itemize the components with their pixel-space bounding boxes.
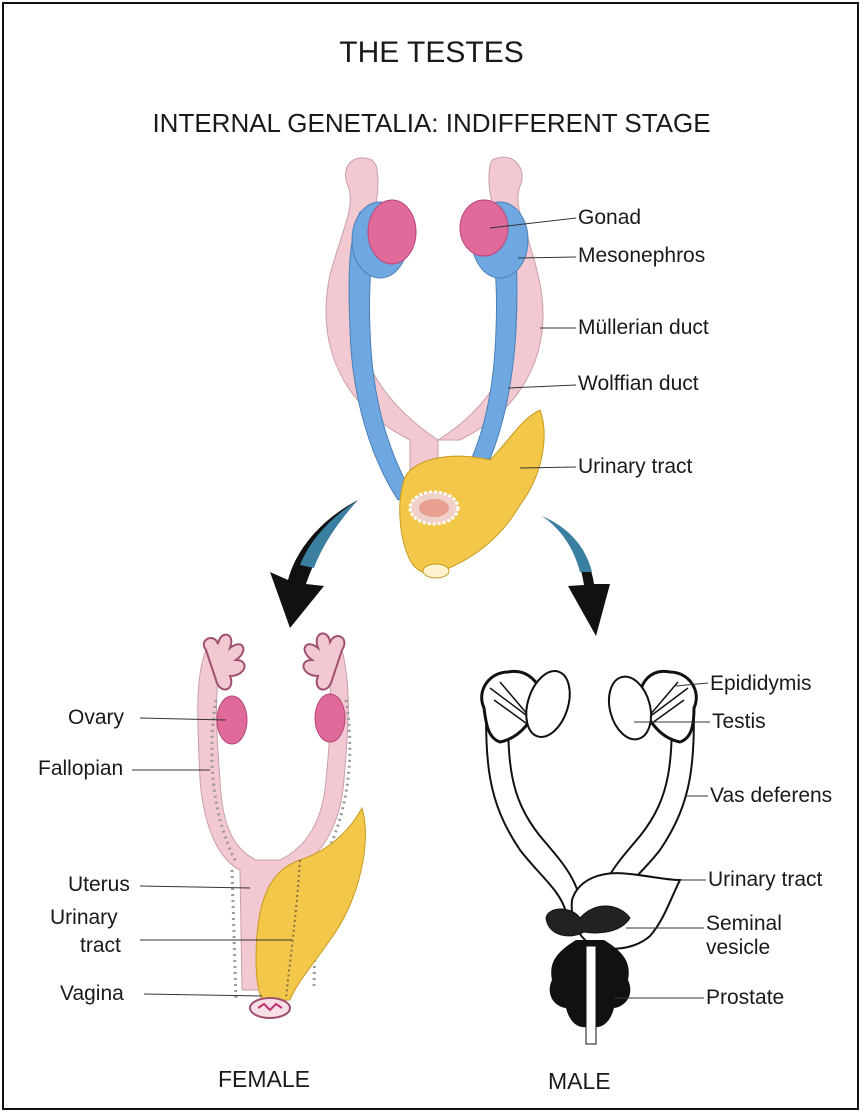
vagina-opening — [250, 998, 290, 1018]
label-mesonephros: Mesonephros — [578, 244, 705, 267]
caption-female: FEMALE — [218, 1066, 310, 1093]
gonad-right — [460, 200, 508, 256]
label-wolffian-duct: Wolffian duct — [578, 372, 699, 395]
label-male-urinary-tract: Urinary tract — [708, 868, 822, 891]
cloaca-opening — [423, 564, 449, 578]
label-seminal-2: vesicle — [706, 936, 770, 959]
sinus-core — [419, 499, 449, 517]
label-female-urinary-1: Urinary — [50, 906, 118, 929]
label-uterus: Uterus — [68, 873, 130, 896]
label-female-urinary-2: tract — [80, 934, 121, 957]
label-fallopian: Fallopian — [38, 757, 123, 780]
label-mullerian-duct: Müllerian duct — [578, 316, 709, 339]
female-diagram — [132, 633, 365, 1018]
label-epididymis: Epididymis — [710, 672, 812, 695]
arrow-to-male — [542, 516, 610, 636]
label-vas-deferens: Vas deferens — [710, 784, 832, 807]
label-prostate: Prostate — [706, 986, 784, 1009]
label-testis: Testis — [712, 710, 766, 733]
gonad-left — [368, 200, 416, 264]
label-vagina: Vagina — [60, 982, 124, 1005]
label-urinary-tract: Urinary tract — [578, 455, 692, 478]
label-gonad: Gonad — [578, 206, 641, 229]
caption-male: MALE — [548, 1068, 611, 1095]
ovary-right — [315, 694, 345, 742]
label-seminal-1: Seminal — [706, 912, 782, 935]
male-diagram — [482, 665, 710, 1044]
indifferent-stage — [326, 157, 576, 578]
label-ovary: Ovary — [68, 706, 124, 729]
